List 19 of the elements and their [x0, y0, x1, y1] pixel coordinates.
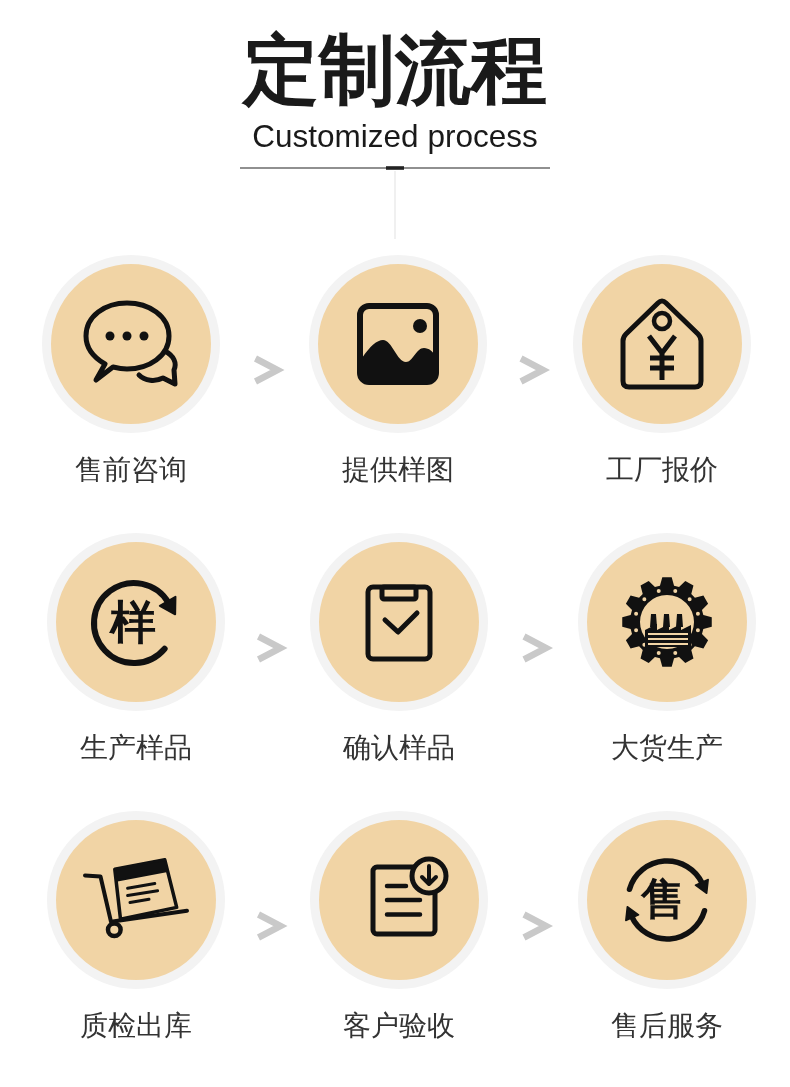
- chevron-arrow: [519, 355, 550, 385]
- step-label: 提供样图: [342, 453, 454, 487]
- step-label: 大货生产: [611, 731, 723, 765]
- icon-character: 样: [110, 599, 156, 645]
- step-label: 客户验收: [343, 1009, 455, 1043]
- step-label: 售后服务: [611, 1009, 723, 1043]
- icon-character: 售: [641, 877, 685, 921]
- chevron-arrow: [522, 633, 553, 663]
- step-label: 售前咨询: [75, 453, 187, 487]
- subtitle: Customized process: [252, 118, 538, 154]
- chevron-arrow: [257, 633, 288, 663]
- chevron-arrow: [522, 911, 553, 941]
- step-label: 工厂报价: [606, 453, 718, 487]
- step-label: 生产样品: [80, 731, 192, 765]
- title: 定制流程: [243, 32, 547, 108]
- step-label: 质检出库: [80, 1009, 192, 1043]
- chevron-arrow: [254, 355, 285, 385]
- chevron-arrow: [257, 911, 288, 941]
- step-label: 确认样品: [343, 731, 455, 765]
